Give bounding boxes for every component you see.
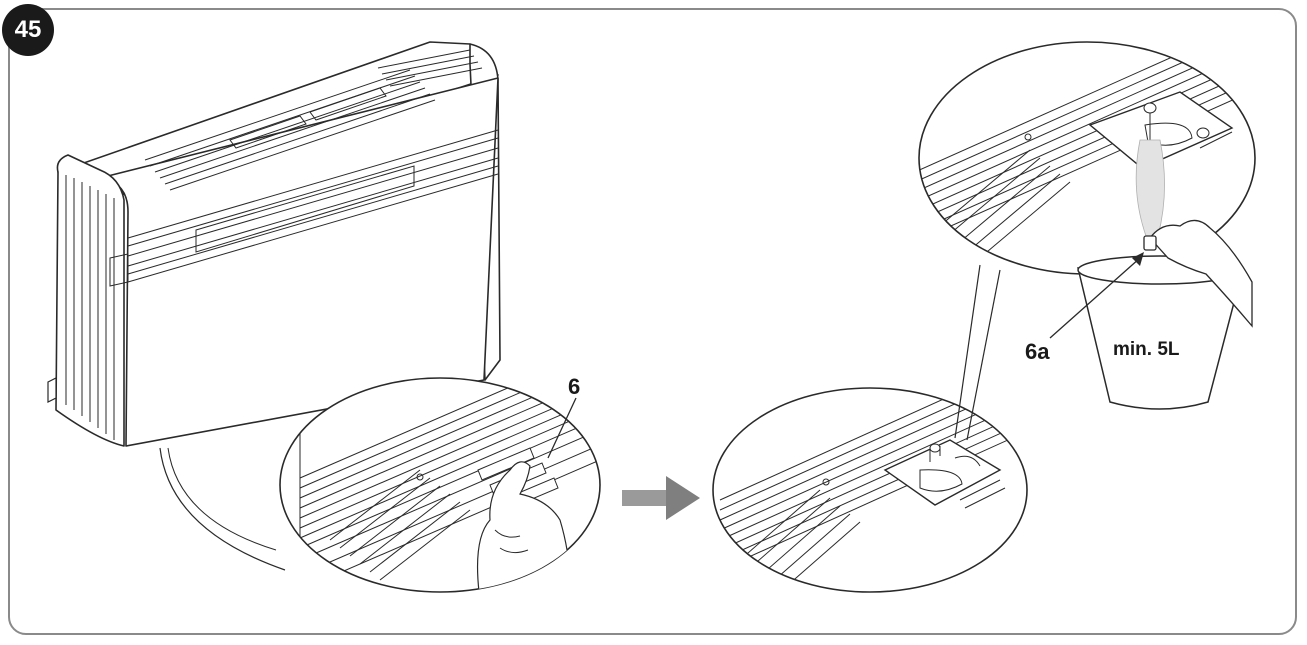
side-ribs — [65, 175, 115, 440]
side-foot — [47, 377, 57, 403]
projection-line — [167, 447, 277, 551]
callout-leader-6 — [547, 397, 577, 459]
detail-circle-open-tray — [712, 387, 1028, 593]
direction-arrow-icon — [622, 476, 700, 520]
projection-line — [966, 269, 1001, 441]
projection-line — [159, 447, 286, 571]
detail-circle-draining — [918, 41, 1256, 275]
step-number-badge: 45 — [2, 4, 54, 56]
callout-leader-6a — [1049, 257, 1141, 339]
top-vent-louvers — [144, 49, 483, 191]
projection-line — [954, 264, 981, 439]
air-conditioner-unit — [55, 41, 501, 447]
callout-6a: 6a — [1025, 339, 1050, 364]
figure-frame — [8, 8, 1297, 635]
bucket-capacity-label: min. 5L — [1113, 339, 1180, 360]
front-vent-band — [109, 129, 499, 287]
hand-holding-plug-icon — [1143, 219, 1253, 328]
callout-6: 6 — [568, 374, 581, 399]
detail-circle-press-tray — [279, 377, 601, 593]
callout-arrowhead — [1132, 252, 1144, 266]
